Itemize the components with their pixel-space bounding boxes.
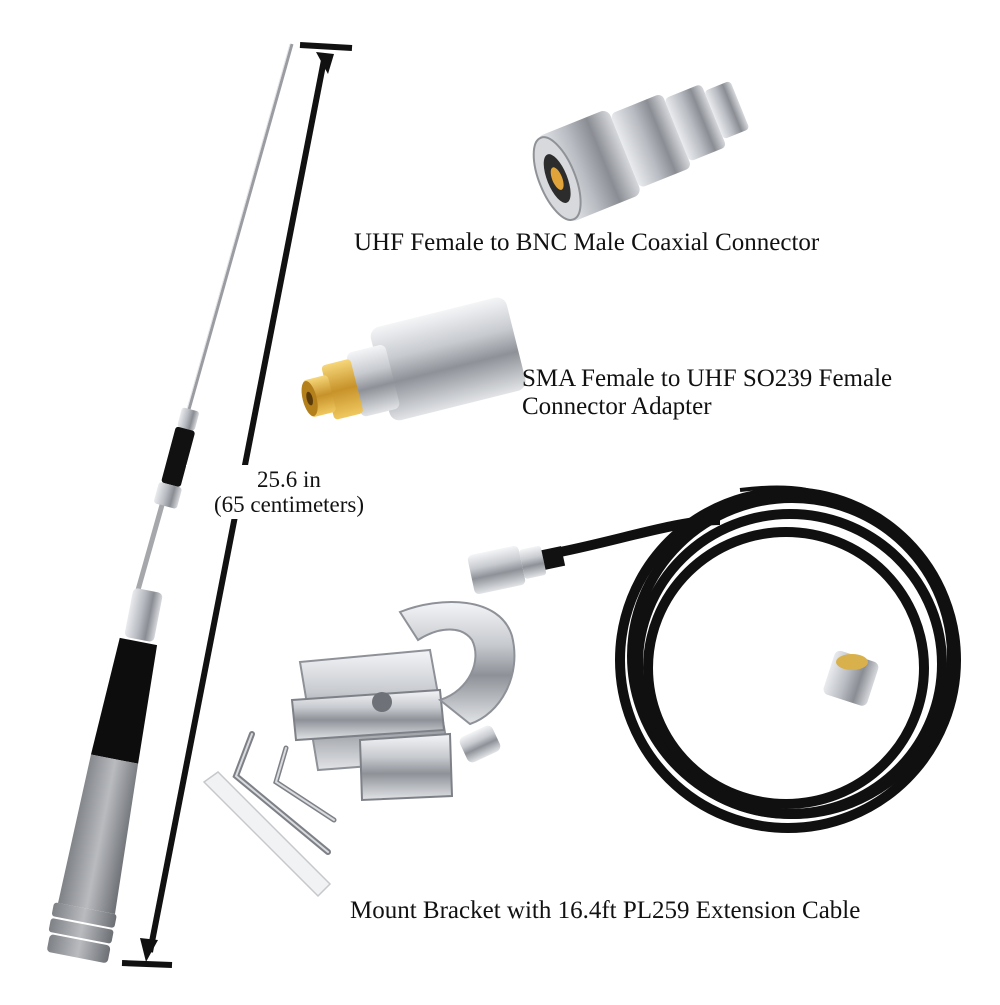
metal-strip	[202, 771, 332, 898]
caption-uhf-bnc: UHF Female to BNC Male Coaxial Connector	[354, 229, 820, 256]
cable-so239-end	[823, 650, 879, 706]
caption-sma-uhf-line2: Connector Adapter	[522, 393, 712, 420]
hex-keys	[232, 731, 337, 855]
coax-cable	[559, 485, 961, 833]
sma-uhf-adapter	[301, 297, 526, 421]
uhf-bnc-connector	[532, 81, 749, 221]
caption-sma-uhf-line1: SMA Female to UHF SO239 Female	[522, 365, 893, 392]
dimension-inches: 25.6 in	[257, 467, 321, 492]
dimension-label: 25.6 in (65 centimeters)	[186, 465, 392, 519]
caption-sma-uhf: SMA Female to UHF SO239 Female Connector…	[522, 365, 892, 421]
mount-bracket	[290, 601, 516, 802]
pl259-plug	[467, 545, 566, 595]
caption-mount-cable: Mount Bracket with 16.4ft PL259 Extensio…	[350, 897, 861, 924]
antenna	[47, 43, 294, 963]
dimension-centimeters: (65 centimeters)	[213, 492, 365, 517]
